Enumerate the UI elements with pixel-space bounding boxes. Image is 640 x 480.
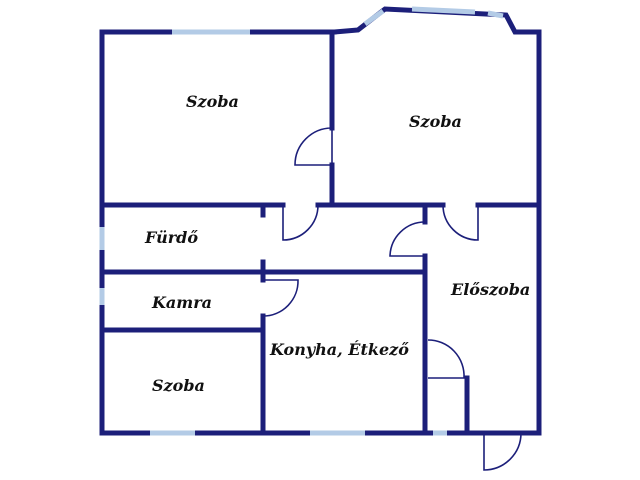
doors (262, 127, 522, 471)
window-bay-center (411, 6, 476, 15)
room-label-hallway: Előszoba (450, 280, 530, 299)
room-label-bathroom: Fürdő (144, 228, 198, 247)
door-top-rooms (294, 127, 333, 166)
room-label-top-left: Szoba (186, 92, 239, 111)
room-label-kitchen-dining: Konyha, Étkező (269, 339, 409, 359)
exterior-wall-outline (99, 6, 542, 436)
door-entrance (483, 432, 522, 471)
door-bathroom (282, 204, 319, 241)
room-labels: Szoba Szoba Fürdő Kamra Szoba Konyha, Ét… (144, 92, 530, 395)
room-label-bottom-left: Szoba (152, 376, 205, 395)
door-closet (427, 339, 465, 379)
window-bay-right (487, 10, 504, 19)
room-label-pantry: Kamra (151, 293, 212, 312)
exterior-walls (99, 6, 542, 436)
door-top-right-room (442, 204, 479, 241)
interior-walls (99, 29, 542, 436)
door-hallway-left (389, 221, 426, 257)
door-pantry (262, 279, 299, 317)
windows (99, 6, 504, 436)
window-bay-left (363, 8, 385, 27)
room-label-top-right: Szoba (409, 112, 462, 131)
